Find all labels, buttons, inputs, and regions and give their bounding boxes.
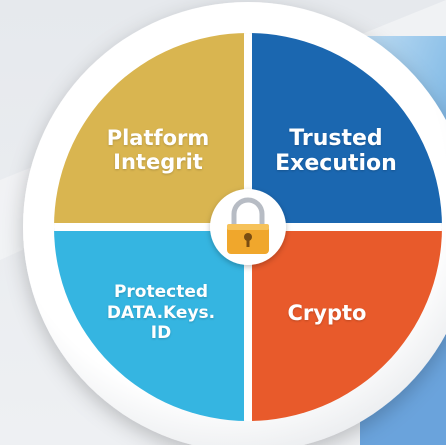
label-line: Trusted <box>289 126 383 151</box>
label-line: Integrit <box>113 149 203 174</box>
label-platform-integrity: Platform Integrit <box>88 126 228 174</box>
label-trusted-execution: Trusted Execution <box>256 126 416 176</box>
label-crypto: Crypto <box>262 301 392 326</box>
padlock-icon <box>227 197 269 254</box>
label-line: Protected <box>113 282 209 302</box>
label-line: DATA.Keys. <box>106 302 216 323</box>
label-line: ID <box>150 323 172 344</box>
label-line: Crypto <box>287 301 367 325</box>
label-line: Platform <box>106 126 210 150</box>
label-line: Execution <box>275 150 397 176</box>
label-protected-data: Protected DATA.Keys. ID <box>86 282 236 344</box>
